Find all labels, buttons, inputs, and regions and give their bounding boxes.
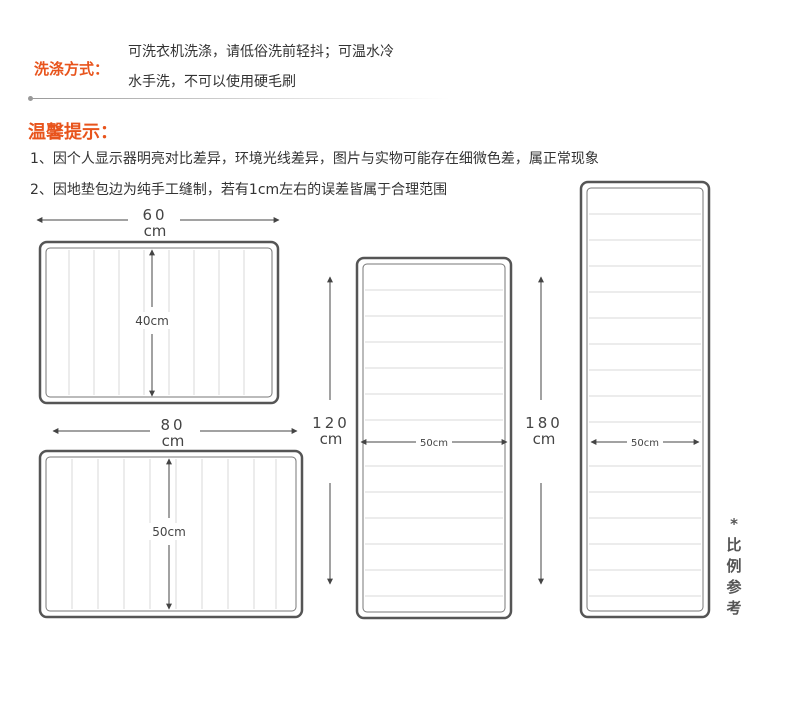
mat-60-length-unit: cm [144,222,167,240]
tip-item-1: 1、因个人显示器明亮对比差异，环境光线差异，图片与实物可能存在细微色差，属正常现… [30,151,599,167]
mat-60-width-label: 40cm [135,314,169,328]
scale-reference-note: *比例参考 [726,515,742,617]
wash-method-label: 洗涤方式： [34,60,110,78]
section-divider [30,98,450,99]
mat-120-length-value: 120 [312,414,350,432]
mat-60x40: 60 cm 40cm [36,206,280,405]
wash-instruction-line-1: 可洗衣机洗涤，请低俗洗前轻抖；可温水冷 [128,44,394,60]
mat-180-inner-border [586,187,704,612]
mat-180x50: 180 cm 50cm [525,180,711,619]
mat-80-length-value: 80 [160,416,185,434]
mat-80-width-label: 50cm [152,525,186,539]
mat-120-length-unit: cm [320,430,343,448]
mat-120-inner-border [362,263,506,613]
mat-80-length-unit: cm [162,432,185,450]
mat-180-length-unit: cm [533,430,556,448]
mat-120x50: 120 cm 50cm [312,256,513,620]
tip-item-2: 2、因地垫包边为纯手工缝制，若有1cm左右的误差皆属于合理范围 [30,182,448,198]
mat-180-width-label: 50cm [631,438,659,449]
mat-180-stripes [589,213,701,597]
tips-title: 温馨提示： [28,122,118,143]
mat-60-length-value: 60 [142,206,167,224]
mat-120-width-label: 50cm [420,438,448,449]
mat-80x50: 80 cm 50cm [38,416,304,619]
wash-instruction-line-2: 水手洗，不可以使用硬毛刷 [128,74,296,90]
mat-120-stripes [365,289,503,597]
mat-180-length-value: 180 [525,414,563,432]
